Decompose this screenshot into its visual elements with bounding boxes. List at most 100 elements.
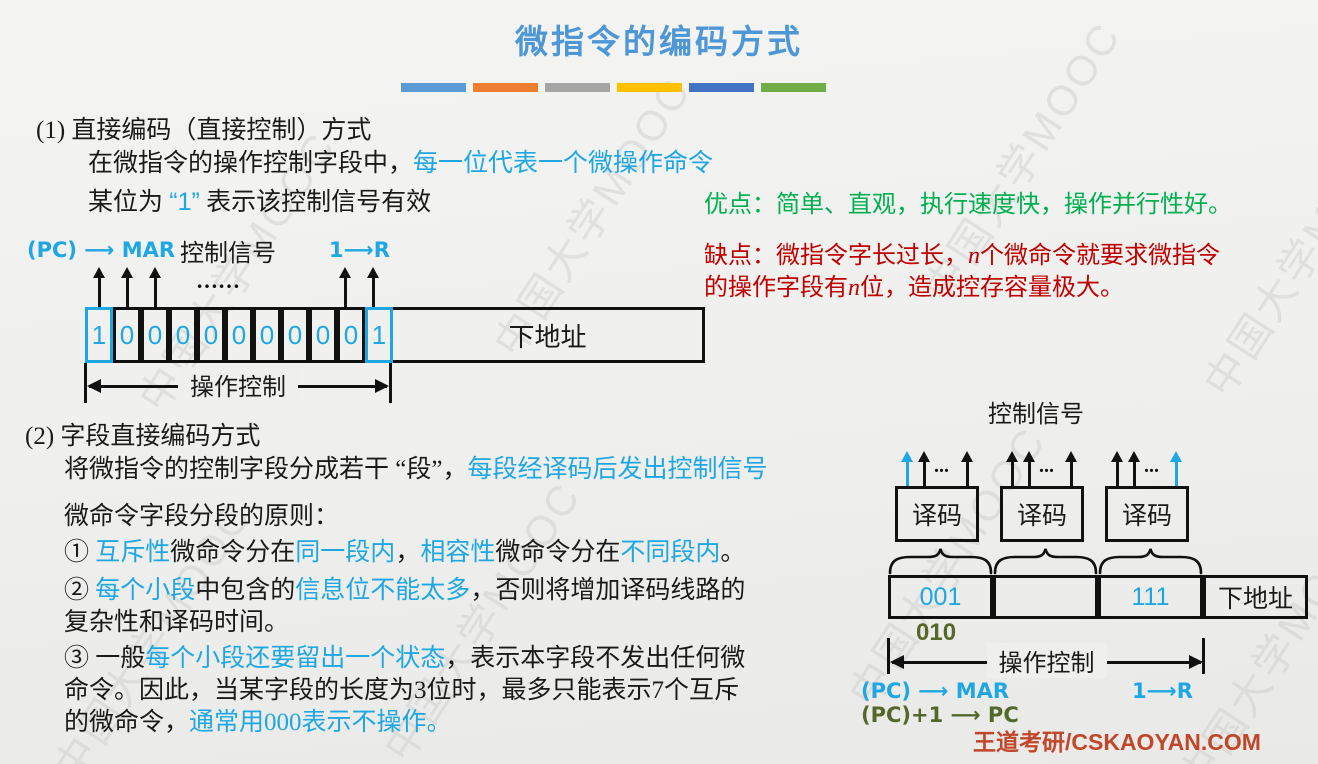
arrowhead-left [890, 655, 904, 669]
up-arrow [367, 267, 379, 307]
control-signal-label-2: 控制信号 [988, 402, 1084, 428]
section2-heading: (2) 字段直接编码方式 [25, 423, 261, 450]
bit-cell: 0 [141, 307, 169, 363]
seg: 微命令分在 [170, 539, 296, 566]
up-arrow [918, 451, 930, 486]
section2-line2: 微命令字段分段的原则： [64, 503, 340, 530]
section1-line1-cyan: 每一位代表一个微操作命令 [413, 150, 714, 177]
bit-cell: 1 [365, 307, 393, 363]
signal-label-pc-to-mar-2: (PC) ⟶ MAR [861, 679, 1010, 703]
seg: ③ 一般 [64, 645, 146, 672]
seg: ① [64, 539, 96, 566]
bit-cell: 0 [225, 307, 253, 363]
ellipsis: …… [196, 268, 240, 293]
accent-bar [545, 83, 610, 92]
signal-label-1-to-r: 1⟶R [329, 238, 390, 262]
section1-line2: 某位为 “1” 表示该控制信号有效 [88, 188, 431, 218]
up-arrow [93, 267, 105, 307]
bit-cell: 0 [169, 307, 197, 363]
ellipsis: ... [1144, 455, 1159, 477]
accent-bar [473, 83, 538, 92]
span-end-bar [84, 363, 87, 403]
up-arrow [1023, 451, 1035, 486]
seg: 每个小段 [95, 577, 196, 604]
next-address-field: 下地址 [390, 307, 705, 363]
field-cell [993, 575, 1098, 619]
bit-cell: 0 [281, 307, 309, 363]
signal-label-pc-inc: (PC)+1 ⟶ PC [861, 703, 1019, 727]
cons-seg: 的操作字段有 [704, 275, 848, 301]
up-arrow-cyan [1170, 451, 1182, 486]
cons-seg: 位，造成控存容量极大。 [860, 275, 1124, 301]
seg: 不同段内 [620, 539, 721, 566]
title-accent-bars [401, 83, 826, 92]
bit-cell: 0 [337, 307, 365, 363]
field-cell: 001 [888, 575, 993, 619]
decoder-box: 译码 [1105, 486, 1189, 542]
section2-line1-cyan: 每段经译码后发出控制信号 [467, 456, 768, 483]
span-end-bar [887, 638, 890, 674]
up-arrow [961, 451, 973, 486]
microinstruction-bit-row: 1 0 0 0 0 0 0 0 0 0 1 [85, 307, 393, 363]
cons-var-n: n [848, 275, 860, 301]
principle-3: ③ 一般每个小段还要留出一个状态，表示本字段不发出任何微 [64, 644, 745, 674]
seg: 。 [720, 539, 746, 566]
principle-3-cont: 命令。因此，当某字段的长度为3位时，最多只能表示7个互斥 [64, 677, 740, 704]
cons-text-line2: 的操作字段有n位，造成控存容量极大。 [704, 274, 1124, 302]
bit-cell: 0 [253, 307, 281, 363]
section2-line1: 将微指令的控制字段分成若干 “段”，每段经译码后发出控制信号 [64, 455, 767, 485]
section1-line1: 在微指令的操作控制字段中，每一位代表一个微操作命令 [88, 149, 713, 179]
section2-line1-black: 将微指令的控制字段分成若干 “段”， [64, 456, 468, 483]
up-arrow [1065, 451, 1077, 486]
signal-label-1-to-r-2: 1⟶R [1132, 679, 1193, 703]
accent-bar [689, 83, 754, 92]
accent-bar [401, 83, 466, 92]
seg: 通常用000表示不操作。 [189, 709, 452, 736]
decoder-box: 译码 [895, 486, 979, 542]
up-arrow [1111, 451, 1123, 486]
ellipsis: ... [934, 455, 949, 477]
pros-text: 优点：简单、直观，执行速度快，操作并行性好。 [704, 192, 1232, 218]
decoder-box: 译码 [1000, 486, 1084, 542]
bit-cell: 0 [197, 307, 225, 363]
seg: 微命令分在 [495, 539, 621, 566]
seg: ② [64, 577, 96, 604]
section1-line2-black2: 表示该控制信号有效 [199, 189, 432, 216]
section1-line2-black1: 某位为 [88, 189, 170, 216]
arrowhead-left [87, 379, 101, 393]
code-010-label: 010 [916, 619, 957, 646]
up-arrow [1006, 451, 1018, 486]
operation-control-span: 操作控制 [87, 367, 389, 403]
principle-2: ② 每个小段中包含的信息位不能太多，否则将增加译码线路的 [64, 576, 745, 606]
seg: ，表示本字段不发出任何微 [445, 645, 746, 672]
up-arrow [339, 267, 351, 307]
brace [1098, 548, 1203, 575]
principle-3-end: 的微命令，通常用000表示不操作。 [64, 708, 452, 738]
seg: 相容性 [420, 539, 496, 566]
span-end-bar [389, 363, 392, 403]
operation-control-label: 操作控制 [178, 367, 298, 403]
bit-cell: 0 [309, 307, 337, 363]
seg: 同一段内 [295, 539, 396, 566]
brace [888, 548, 993, 575]
control-signal-label: 控制信号 [180, 241, 276, 267]
seg: ，否则将增加译码线路的 [470, 577, 746, 604]
next-address-field: 下地址 [1203, 575, 1308, 619]
arrowhead-right [1189, 655, 1203, 669]
seg: 每个小段还要留出一个状态 [145, 645, 446, 672]
section1-heading: (1) 直接编码（直接控制）方式 [36, 117, 372, 144]
cons-seg: 个微命令就要求微指令 [980, 243, 1220, 269]
section1-line2-cyan: “1” [169, 188, 200, 216]
brand-watermark: 王道考研/CSKAOYAN.COM [973, 729, 1261, 755]
cons-text-line1: 缺点：微指令字长过长，n个微命令就要求微指令 [704, 242, 1220, 270]
up-arrow-cyan [901, 451, 913, 486]
seg: ， [395, 539, 421, 566]
brace [993, 548, 1098, 575]
accent-bar [617, 83, 682, 92]
principle-2-cont: 复杂性和译码时间。 [64, 609, 290, 636]
page-title: 微指令的编码方式 [515, 25, 803, 61]
field-encoded-register: 001 111 下地址 [888, 575, 1308, 619]
bit-cell: 0 [113, 307, 141, 363]
ellipsis: ... [1039, 455, 1054, 477]
